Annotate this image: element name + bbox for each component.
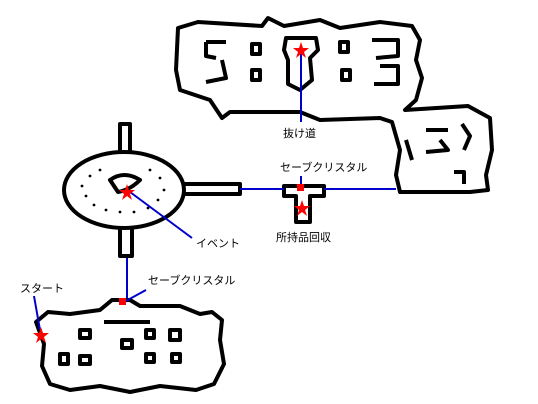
upper-inner-east — [404, 122, 472, 184]
label-shortcut: 抜け道 — [283, 127, 316, 140]
save-crystal-top-icon — [297, 184, 304, 191]
north-corridor — [118, 122, 132, 152]
label-start: スタート — [20, 282, 64, 295]
start-room-outline — [34, 298, 226, 394]
upper-room-outline — [174, 16, 494, 194]
upper-inner-block-1 — [250, 42, 262, 82]
junction-room — [282, 184, 326, 224]
upper-inner-center — [282, 36, 320, 92]
start-inner-blocks — [58, 320, 182, 366]
upper-inner-right — [372, 38, 400, 86]
pointer-save-crystal-bottom — [123, 289, 147, 303]
circular-hall-inner — [108, 173, 142, 194]
shortcut-star-icon — [293, 42, 309, 58]
save-crystal-bottom-icon — [119, 298, 126, 305]
event-star-icon — [119, 184, 135, 200]
label-item-recovery: 所持品回収 — [276, 231, 331, 244]
label-save-crystal-top: セーブクリスタル — [280, 161, 368, 174]
upper-inner-block-2 — [338, 40, 352, 82]
pointer-start — [33, 295, 41, 331]
label-event: イベント — [196, 237, 240, 250]
circular-hall-dots — [80, 168, 166, 214]
upper-inner-left — [204, 40, 228, 84]
east-corridor — [184, 182, 242, 196]
label-save-crystal-bottom: セーブクリスタル — [148, 274, 236, 287]
circular-hall-outer — [62, 150, 186, 230]
south-corridor — [118, 228, 134, 258]
start-star-icon — [33, 327, 49, 343]
item-recovery-star-icon — [294, 200, 310, 216]
pointer-event — [129, 191, 193, 239]
